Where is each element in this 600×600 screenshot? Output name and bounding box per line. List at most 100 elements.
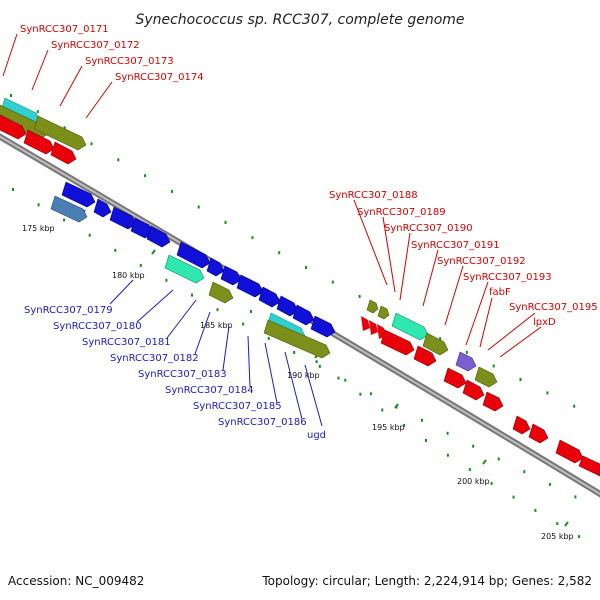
guide-dot	[519, 378, 522, 381]
guide-dot	[574, 495, 577, 499]
guide-dot	[344, 378, 347, 382]
gene-feature-blue[interactable]	[220, 265, 242, 286]
gene-feature-olive[interactable]	[33, 115, 87, 151]
gene-feature-olive[interactable]	[474, 366, 498, 388]
accession-text: Accession: NC_009482	[8, 574, 145, 588]
guide-dot	[37, 203, 40, 207]
gene-feature-blue[interactable]	[236, 274, 264, 298]
guide-dot	[523, 470, 526, 474]
gene-label[interactable]: lpxD	[533, 317, 556, 328]
gene-label[interactable]: SynRCC307_0188	[329, 190, 418, 201]
guide-dot	[267, 336, 270, 340]
guide-dot	[331, 280, 334, 284]
gene-feature-blue[interactable]	[292, 304, 315, 326]
gene-label[interactable]: SynRCC307_0172	[51, 40, 140, 51]
tick-label: 195 kbp	[372, 423, 405, 432]
tick-label: 200 kbp	[457, 477, 490, 486]
guide-dot	[117, 158, 120, 162]
gene-feature-mint[interactable]	[164, 254, 205, 284]
gene-feature-blue[interactable]	[276, 295, 299, 317]
gene-feature-red[interactable]	[380, 329, 415, 356]
guide-dot	[165, 278, 168, 282]
gene-feature-olive[interactable]	[263, 319, 331, 359]
gene-feature-red[interactable]	[555, 439, 584, 464]
gene-feature-blue[interactable]	[310, 315, 336, 338]
guide-dot	[305, 266, 307, 269]
gene-feature-red[interactable]	[413, 345, 437, 367]
red-leader-lines-right	[353, 199, 542, 358]
gene-label[interactable]: SynRCC307_0191	[411, 240, 500, 251]
map-title: Synechococcus sp. RCC307, complete genom…	[135, 12, 464, 28]
gene-feature-purple[interactable]	[455, 351, 477, 372]
guide-dot	[492, 364, 495, 368]
gene-label[interactable]: SynRCC307_0185	[193, 401, 282, 412]
gene-feature-red[interactable]	[462, 379, 485, 401]
red-labels-right: SynRCC307_0188 SynRCC307_0189 SynRCC307_…	[329, 190, 598, 328]
guide-dot	[293, 351, 296, 354]
gene-label[interactable]: SynRCC307_0182	[110, 353, 199, 364]
gene-label[interactable]: fabF	[489, 287, 511, 298]
guide-dot	[10, 94, 12, 97]
guide-dot	[369, 392, 372, 396]
gene-feature-blue[interactable]	[109, 206, 137, 230]
gene-label[interactable]: SynRCC307_0171	[20, 24, 109, 35]
feature-cluster-0188-0195	[361, 299, 600, 477]
gene-feature-red[interactable]	[443, 367, 467, 389]
guide-dot	[490, 481, 493, 485]
gene-feature-red[interactable]	[361, 316, 370, 331]
gene-feature-olive[interactable]	[208, 281, 234, 304]
gene-label[interactable]: SynRCC307_0174	[115, 72, 204, 83]
gene-label[interactable]: SynRCC307_0190	[384, 223, 473, 234]
gene-feature-blue[interactable]	[258, 286, 281, 308]
gene-label[interactable]: SynRCC307_0173	[85, 56, 174, 67]
gene-label[interactable]: SynRCC307_0181	[82, 337, 171, 348]
guide-dot	[216, 308, 219, 312]
guide-dot	[63, 218, 66, 222]
gene-feature-red[interactable]	[482, 391, 504, 412]
gene-label[interactable]: SynRCC307_0179	[24, 305, 113, 316]
gene-feature-red[interactable]	[50, 141, 77, 165]
tick-label: 185 kbp	[200, 321, 233, 330]
gene-label[interactable]: SynRCC307_0183	[138, 369, 227, 380]
gene-label[interactable]: SynRCC307_0193	[463, 272, 552, 283]
guide-dot	[36, 110, 39, 114]
guide-dot	[318, 364, 321, 368]
guide-dot	[224, 220, 227, 224]
gene-label[interactable]: ugd	[307, 430, 326, 441]
gene-feature-red[interactable]	[578, 455, 600, 477]
guide-dot	[534, 508, 537, 512]
gene-feature-steel[interactable]	[50, 195, 88, 223]
gene-label[interactable]: SynRCC307_0192	[437, 256, 526, 267]
gene-label[interactable]: SynRCC307_0186	[218, 417, 307, 428]
gene-feature-olive[interactable]	[377, 305, 390, 320]
gene-feature-blue[interactable]	[206, 257, 225, 277]
gene-feature-blue[interactable]	[146, 225, 171, 248]
gene-feature-red[interactable]	[0, 113, 27, 140]
guide-dot	[278, 251, 281, 255]
gene-feature-blue[interactable]	[93, 198, 112, 218]
blue-leader-lines	[109, 279, 323, 427]
gene-feature-red[interactable]	[512, 415, 531, 435]
guide-dot	[439, 337, 442, 341]
gene-feature-blue[interactable]	[61, 181, 96, 208]
gene-feature-olive[interactable]	[422, 332, 449, 356]
guide-dot	[12, 188, 14, 191]
gene-label[interactable]: SynRCC307_0180	[53, 321, 142, 332]
guide-dot	[250, 310, 252, 313]
gene-feature-mint[interactable]	[391, 312, 429, 341]
gene-feature-olive[interactable]	[366, 299, 379, 314]
gene-label[interactable]: SynRCC307_0195	[509, 302, 598, 313]
genome-summary-text: Topology: circular; Length: 2,224,914 bp…	[262, 574, 592, 588]
gene-label[interactable]: SynRCC307_0184	[165, 385, 254, 396]
guide-dot	[573, 404, 576, 408]
tick-label: 180 kbp	[112, 271, 145, 280]
gene-feature-red[interactable]	[528, 423, 549, 444]
guide-dot	[337, 376, 340, 380]
guide-dot	[88, 233, 91, 237]
gene-label[interactable]: SynRCC307_0189	[357, 207, 446, 218]
gene-feature-blue[interactable]	[176, 241, 211, 269]
gene-feature-red[interactable]	[23, 129, 55, 155]
guide-dot	[497, 457, 500, 461]
gene-feature-red[interactable]	[369, 320, 378, 335]
